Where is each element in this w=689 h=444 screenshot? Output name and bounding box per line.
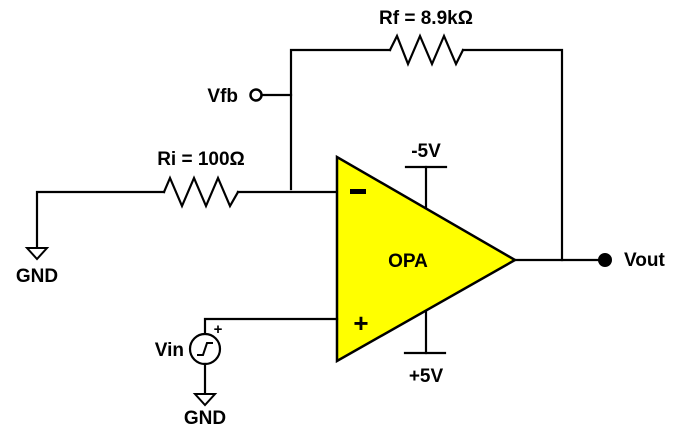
- vfb-terminal-icon[interactable]: [249, 88, 263, 102]
- vfb-label: Vfb: [207, 86, 238, 107]
- noninverting-input-wire: [203, 317, 339, 336]
- neg-supply-label: -5V: [411, 141, 441, 162]
- ri-label: Ri = 100Ω: [157, 149, 245, 170]
- vout-terminal-icon[interactable]: [598, 253, 612, 267]
- noninverting-input-symbol: +: [353, 308, 368, 338]
- feedback-wire-right: [461, 48, 564, 262]
- ground-icon-left: [24, 247, 50, 261]
- gnd-bottom-label: GND: [184, 408, 226, 429]
- feedback-wire-left: [289, 48, 392, 191]
- step-waveform-icon: [197, 342, 213, 356]
- inverting-input-symbol-icon: [350, 189, 366, 194]
- opamp-label: OPA: [388, 251, 428, 272]
- vout-label: Vout: [624, 250, 665, 271]
- ri-resistor: [162, 175, 240, 209]
- rf-label: Rf = 8.9kΩ: [379, 8, 473, 29]
- rf-resistor: [388, 33, 465, 67]
- pos-supply-label: +5V: [409, 366, 444, 387]
- gnd-left-label: GND: [16, 266, 58, 287]
- vin-polarity-label: +: [214, 321, 223, 338]
- ri-left-wire: [35, 190, 166, 255]
- ground-icon-bottom: [192, 393, 218, 407]
- vin-label: Vin: [155, 340, 184, 361]
